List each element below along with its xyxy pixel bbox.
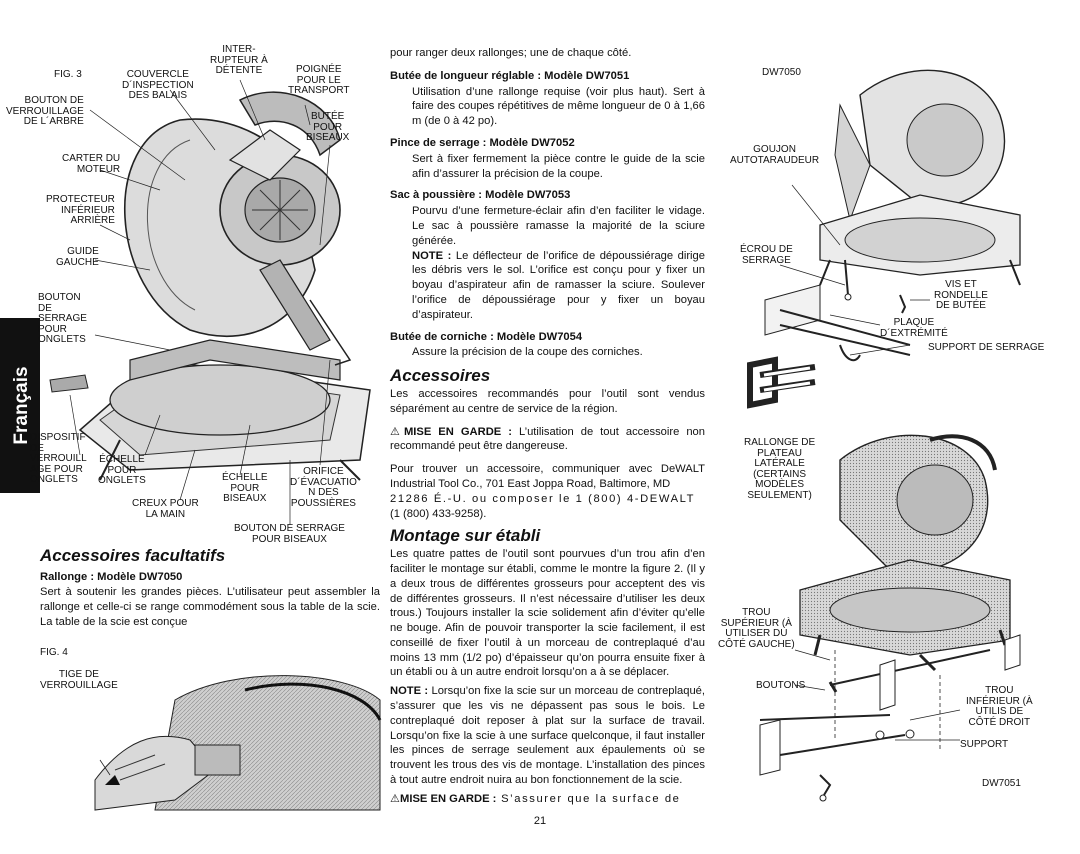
note-text: Lorsqu’on fixe la scie sur un morceau de… (390, 685, 705, 787)
note-label: NOTE : (412, 249, 452, 262)
label-self-tapping-stud: GOUJON AUTOTARAUDEUR (730, 144, 820, 166)
label-dust-port: ORIFICE D´ÉVACUATIO N DES POUSSIÈRES (290, 466, 357, 509)
heading-accessories: Accessoires (390, 366, 491, 386)
warning-icon: ⚠ (390, 792, 401, 805)
intro-line: pour ranger deux rallonges; une de chaqu… (390, 47, 632, 59)
label-knobs: BOUTONS (756, 680, 806, 691)
label-carry-handle: POIGNÉE POUR LE TRANSPORT (288, 64, 350, 96)
item-title-dw7053: Sac à poussière : Modèle DW7053 (390, 189, 571, 202)
language-tab: Français (0, 318, 40, 493)
label-side-extension: RALLONGE DE PLATEAU LATÉRALE (CERTAINS M… (744, 437, 816, 501)
contact-phone-line: 21286 É.-U. ou composer le 1 (800) 4-DEW… (390, 492, 696, 505)
label-brush-cover: COUVERCLE D´INSPECTION DES BALAIS (122, 69, 194, 101)
label-bevel-scale: ÉCHELLE POUR BISEAUX (222, 472, 268, 504)
warning-label: MISE EN GARDE : (400, 792, 497, 805)
label-lower-hole: TROU INFÉRIEUR (À UTILIS DE CÔTÉ DROIT (966, 685, 1033, 728)
label-left-fence: GUIDE GAUCHE (56, 246, 99, 268)
label-spindle-lock: BOUTON DE VERROUILLAGE DE L´ARBRE (6, 95, 84, 127)
fig3-miter-saw-illustration (49, 79, 371, 525)
label-clamp-support: SUPPORT DE SERRAGE (928, 342, 1045, 353)
item-text-dw7053: Pourvu d’une fermeture-éclair afin d’en … (412, 205, 705, 247)
label-trigger-switch: INTER- RUPTEUR À DÉTENTE (210, 44, 268, 76)
warning-text: S’assurer que la surface de (496, 792, 681, 805)
item-title-dw7052: Pince de serrage : Modèle DW7052 (390, 136, 575, 149)
fig3-label: FIG. 3 (54, 69, 82, 80)
label-upper-hole: TROU SUPÉRIEUR (À UTILISER DU CÔTÉ GAUCH… (718, 607, 795, 650)
fig4-lock-rod-photo (94, 675, 382, 811)
label-end-plate: PLAQUE D´EXTRÉMITÉ (880, 317, 948, 339)
label-miter-scale: ÉCHELLE POUR ONGLETS (98, 454, 146, 486)
item-text-dw7051: Utilisation d’une rallonge requise (voir… (412, 85, 705, 128)
accessories-warning: ⚠MISE EN GARDE : L’utilisation de tout a… (390, 425, 705, 455)
item-title-dw7054: Butée de corniche : Modèle DW7054 (390, 330, 583, 343)
label-miter-lock: DISPOSITIF DE VERROUILL AGE POUR ONGLETS (30, 432, 87, 485)
item-text-dw7052: Sert à fixer fermement la pièce contre l… (412, 152, 705, 180)
warning-label: MISE EN GARDE : (403, 425, 512, 438)
label-dw7051: DW7051 (982, 778, 1021, 789)
heading-optional-accessories: Accessoires facultatifs (40, 546, 226, 565)
label-hand-indentation: CREUX POUR LA MAIN (132, 498, 199, 520)
bench-mount-paragraph: Les quatre pattes de l’outil sont pourvu… (390, 548, 705, 679)
heading-bench-mounting: Montage sur établi (390, 526, 541, 546)
contact-paragraph: Pour trouver un accessoire, communiquer … (390, 463, 705, 490)
paragraph-extension: Sert à soutenir les grandes pièces. L’ut… (40, 586, 380, 628)
item-text-dw7054: Assure la précision de la coupe des corn… (412, 346, 643, 359)
label-support: SUPPORT (960, 739, 1009, 750)
bench-mount-warning: ⚠MISE EN GARDE : S’assurer que la surfac… (390, 792, 705, 807)
contact-phone-alt: (1 (800) 433-9258). (390, 507, 487, 520)
label-miter-clamp-knob: BOUTON DE SERRAGE POUR ONGLETS (38, 292, 87, 345)
fig4-label: FIG. 4 (40, 647, 68, 658)
label-motor-housing: CARTER DU MOTEUR (62, 153, 121, 175)
dw7051-stop-diagram (759, 434, 1021, 802)
page-number: 21 (533, 815, 547, 827)
note-label: NOTE : (390, 685, 429, 698)
label-lock-rod: TIGE DE VERROUILLAGE (40, 669, 118, 691)
label-stop-screw-washer: VIS ET RONDELLE DE BUTÉE (934, 279, 988, 311)
accessories-paragraph: Les accessoires recommandés pour l’outil… (390, 387, 705, 415)
item-title-dw7051: Butée de longueur réglable : Modèle DW70… (390, 69, 630, 82)
warning-text: L’utilisation de tout accessoire non rec… (390, 425, 705, 453)
label-lower-guard: PROTECTEUR INFÉRIEUR ARRIÈRE (46, 194, 115, 226)
label-dw7050: DW7050 (762, 67, 801, 78)
warning-icon: ⚠ (390, 425, 404, 438)
label-bevel-clamp-knob: BOUTON DE SERRAGE POUR BISEAUX (234, 523, 345, 545)
label-bevel-stop: BUTÉE POUR BISEAUX (306, 111, 350, 143)
label-clamp-nut: ÉCROU DE SERRAGE (740, 244, 793, 266)
subheading-dw7050: Rallonge : Modèle DW7050 (40, 571, 183, 583)
dw7050-extension-diagram (747, 69, 1021, 409)
note-text: Le déflecteur de l’orifice de dépoussiér… (412, 249, 705, 321)
bench-mount-note: NOTE : Lorsqu’on fixe la scie sur un mor… (390, 684, 705, 788)
item-note-dw7053: NOTE : Le déflecteur de l’orifice de dép… (390, 249, 705, 323)
